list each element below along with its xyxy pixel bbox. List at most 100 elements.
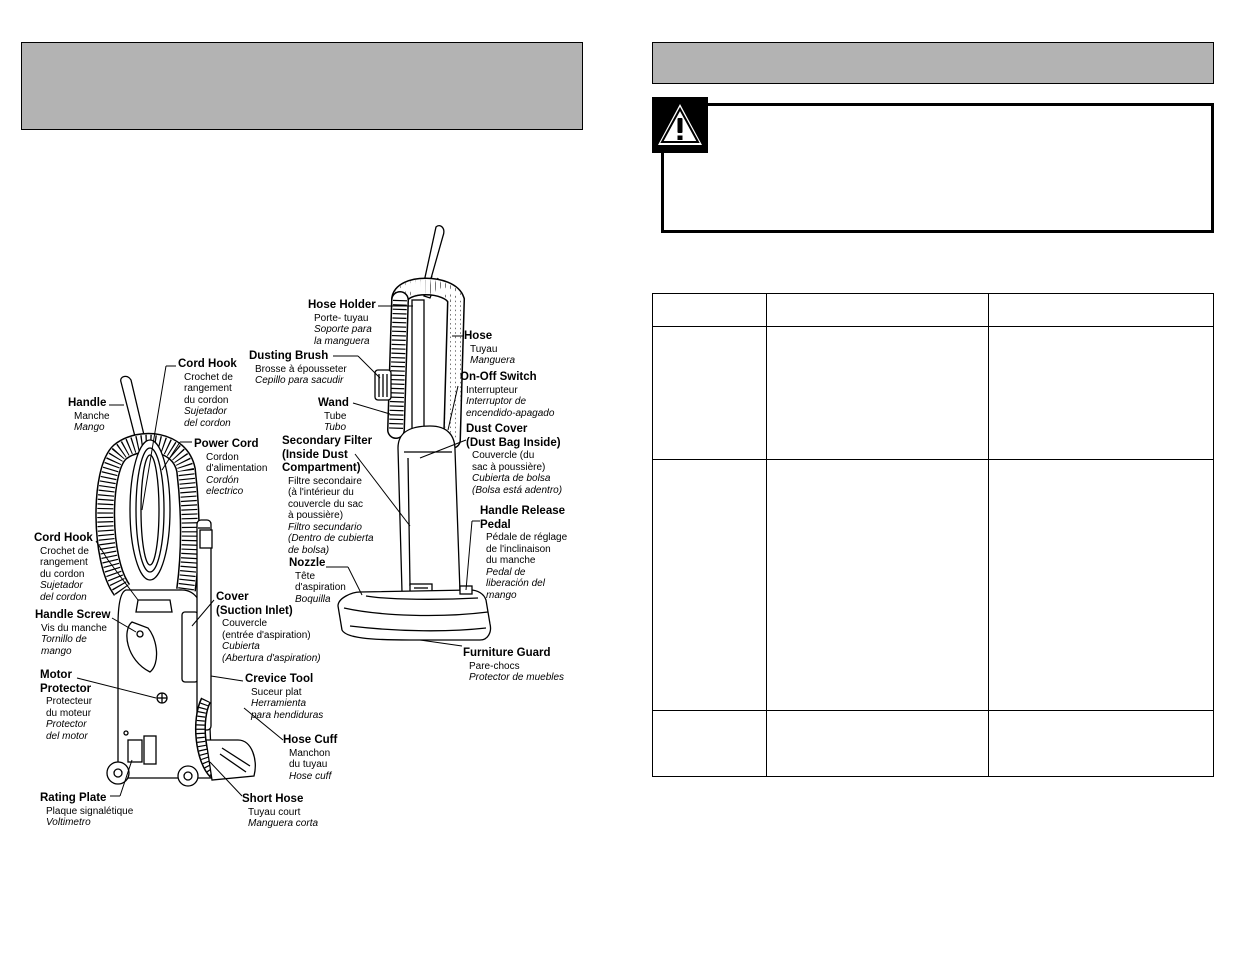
leader-lines	[76, 305, 480, 797]
table-cell	[988, 710, 1214, 777]
vacuum-illustration	[76, 224, 492, 797]
label-nozzle: Nozzle Tête d'aspiration Boquilla	[289, 557, 346, 605]
label-fr: du manche	[486, 555, 536, 567]
label-fr: Cordon	[206, 451, 239, 463]
label-es: liberación del	[486, 578, 545, 590]
label-fr: rangement	[184, 383, 232, 395]
table-cell	[652, 710, 767, 777]
label-hose-holder: Hose Holder Porte- tuyau Soporte para la…	[308, 299, 376, 347]
table-row	[652, 326, 1214, 460]
table-cell	[766, 710, 989, 777]
label-fr: Tube	[324, 410, 347, 422]
label-es: Tornillo de	[41, 634, 87, 646]
label-dust-cover: Dust Cover (Dust Bag Inside) Couvercle (…	[466, 423, 562, 496]
label-on-off-switch: On-Off Switch Interrupteur Interruptor d…	[460, 371, 554, 419]
label-en: Motor	[40, 669, 72, 681]
label-es: encendido-apagado	[466, 407, 555, 419]
table-cell	[766, 459, 989, 711]
label-en: (Inside Dust	[282, 448, 348, 461]
label-en: Handle	[68, 397, 107, 409]
label-handle: Handle Manche Mango	[68, 397, 110, 434]
label-fr: de l'inclinaison	[486, 543, 551, 555]
label-fr: du moteur	[46, 707, 92, 719]
label-fr: Protecteur	[46, 696, 93, 707]
label-fr: à poussière)	[288, 510, 344, 522]
table-cell	[652, 326, 767, 460]
label-en: (Dust Bag Inside)	[466, 436, 561, 449]
label-hose: Hose Tuyau Manguera	[464, 330, 515, 367]
table-header-row	[652, 293, 1214, 327]
label-fr: du cordon	[184, 394, 229, 406]
label-fr: Interrupteur	[466, 384, 518, 396]
label-es: (Abertura d'aspiration)	[222, 652, 321, 664]
label-en: Power Cord	[194, 438, 259, 450]
label-en: Wand	[318, 397, 349, 409]
table-cell	[766, 326, 989, 460]
label-rating-plate: Rating Plate Plaque signalétique Voltime…	[40, 792, 133, 829]
warning-exclamation-icon	[658, 104, 702, 145]
label-cord-hook-lower: Cord Hook Crochet de rangement du cordon…	[34, 532, 93, 603]
label-es: Protector de muebles	[469, 672, 565, 684]
label-fr: Brosse à épousseter	[255, 363, 347, 375]
label-en: Nozzle	[289, 557, 326, 569]
label-en: Pedal	[480, 518, 511, 531]
label-en: Cord Hook	[34, 532, 93, 544]
label-fr: Suceur plat	[251, 686, 302, 698]
label-fr: Plaque signalétique	[46, 805, 134, 817]
label-es: Pedal de	[486, 566, 526, 578]
label-en: Hose	[464, 330, 493, 342]
label-hose-cuff: Hose Cuff Manchon du tuyau Hose cuff	[283, 734, 337, 782]
label-es: Sujetador	[40, 580, 83, 592]
label-es: Cubierta	[222, 641, 260, 653]
label-es: Herramienta	[251, 698, 307, 710]
label-fr: (à l'intérieur du	[288, 487, 354, 499]
label-power-cord: Power Cord Cordon d'alimentation Cordón …	[194, 438, 267, 498]
label-fr: Vis du manche	[41, 622, 107, 634]
label-fr: rangement	[40, 557, 88, 569]
label-en: Cord Hook	[178, 358, 237, 370]
label-es: para hendiduras	[251, 709, 324, 721]
troubleshooting-table	[652, 293, 1214, 777]
label-fr: Couvercle (du	[472, 450, 535, 461]
label-fr: Pédale de réglage	[486, 532, 568, 543]
label-en: Cover	[216, 591, 249, 603]
label-fr: du tuyau	[289, 759, 328, 771]
label-handle-release-pedal: Handle Release Pedal Pédale de réglage d…	[480, 505, 567, 602]
front-vacuum-drawing	[337, 224, 492, 641]
label-es: Hose cuff	[289, 770, 332, 782]
label-en: (Suction Inlet)	[216, 604, 293, 617]
label-fr: Tête	[295, 570, 316, 582]
label-fr: du cordon	[40, 568, 85, 580]
label-es: Tubo	[324, 422, 347, 434]
label-secondary-filter: Secondary Filter (Inside Dust Compartmen…	[282, 435, 374, 557]
label-furniture-guard: Furniture Guard Pare-chocs Protector de …	[463, 647, 564, 684]
label-es: la manguera	[314, 335, 370, 347]
label-cord-hook-upper: Cord Hook Crochet de rangement du cordon…	[178, 358, 237, 429]
label-es: Manguera corta	[248, 818, 319, 830]
label-en: Handle Screw	[35, 609, 111, 621]
right-header-bar	[652, 42, 1214, 84]
label-es: del cordon	[184, 417, 231, 429]
table-cell	[988, 459, 1214, 711]
label-fr: Crochet de	[40, 545, 89, 557]
table-row	[652, 459, 1214, 711]
label-es: (Dentro de cubierta	[288, 533, 374, 545]
label-wand: Wand Tube Tubo	[318, 397, 349, 434]
label-fr: sac à poussière)	[472, 461, 546, 473]
label-handle-screw: Handle Screw Vis du manche Tornillo de m…	[35, 609, 110, 657]
label-es: mango	[486, 589, 517, 601]
table-row	[652, 710, 1214, 777]
label-en: Handle Release	[480, 505, 566, 517]
label-es: Cordón	[206, 474, 239, 486]
label-fr: Porte- tuyau	[314, 312, 369, 324]
label-en: Secondary Filter	[282, 435, 373, 447]
label-fr: couvercle du sac	[288, 498, 364, 510]
label-es: Boquilla	[295, 593, 331, 605]
label-es: Cubierta de bolsa	[472, 473, 551, 485]
label-es: Mango	[74, 422, 105, 434]
table-cell	[988, 326, 1214, 460]
label-motor-protector: Motor Protector Protecteur du moteur Pro…	[40, 669, 92, 742]
table-cell	[652, 293, 767, 327]
label-es: del cordon	[40, 591, 87, 603]
label-en: Dusting Brush	[249, 350, 329, 362]
